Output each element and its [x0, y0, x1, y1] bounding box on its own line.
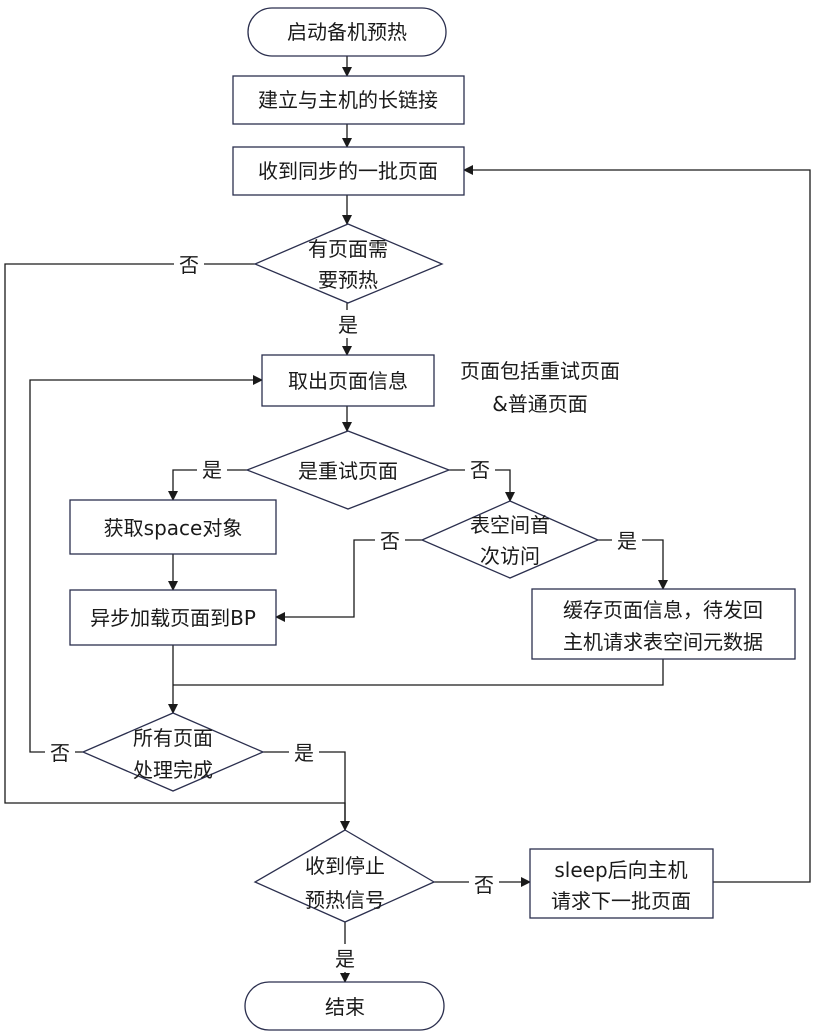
decision-label-line2: 次访问 [480, 544, 540, 568]
end-terminal [244, 981, 445, 1031]
decision-diamond [253, 223, 444, 304]
edge-label-all-done-no: 否 [50, 741, 70, 765]
annotation: 页面包括重试页面 &普通页面 [460, 359, 620, 416]
node-take-page-info: 取出页面信息 [261, 354, 435, 407]
decision-diamond [81, 712, 265, 792]
start-label: 启动备机预热 [287, 20, 407, 44]
process-box [261, 354, 435, 407]
process-label: 取出页面信息 [288, 369, 408, 393]
decision-diamond [253, 829, 436, 923]
decision-label-line1: 是重试页面 [298, 459, 398, 483]
node-start: 启动备机预热 [247, 7, 447, 57]
process-box [232, 146, 465, 196]
edge-alldone-no [29, 375, 263, 753]
decision-diamond [420, 500, 600, 579]
edge-label-stop-signal-no: 否 [474, 873, 494, 897]
process-box [69, 589, 277, 646]
node-stop-signal: 收到停止 预热信号 [253, 829, 436, 923]
annotation-line2: &普通页面 [492, 392, 588, 416]
process-label: 异步加载页面到BP [90, 606, 256, 630]
process-label: 收到同步的一批页面 [258, 159, 438, 183]
process-label: 获取space对象 [104, 516, 243, 540]
process-box [531, 588, 796, 660]
node-is-retry: 是重试页面 [245, 430, 451, 510]
node-establish-connection: 建立与主机的长链接 [232, 75, 465, 125]
edge-label-is-retry-yes: 是 [202, 458, 222, 482]
node-sleep-request: sleep后向主机 请求下一批页面 [529, 848, 714, 919]
decision-label-line1: 有页面需 [308, 237, 388, 261]
node-cache-page-info: 缓存页面信息，待发回 主机请求表空间元数据 [531, 588, 796, 660]
node-has-pages: 有页面需 要预热 [253, 223, 444, 304]
node-async-load-bp: 异步加载页面到BP [69, 589, 277, 646]
process-label-line1: 缓存页面信息，待发回 [563, 598, 763, 622]
edge-label-all-done-yes: 是 [294, 741, 314, 765]
node-all-done: 所有页面 处理完成 [81, 712, 265, 792]
edge-label-stop-signal-yes: 是 [335, 947, 355, 971]
process-label-line2: 主机请求表空间元数据 [563, 630, 763, 654]
edge-cache-to-alldone [173, 659, 664, 686]
node-receive-batch: 收到同步的一批页面 [232, 146, 465, 196]
edge-label-has-pages-no: 否 [179, 253, 199, 277]
end-label: 结束 [325, 995, 365, 1019]
edge-labels: 否 是 是 否 否 是 否 是 否 是 [45, 250, 642, 972]
decision-label-line2: 要预热 [318, 268, 378, 292]
decision-label-line2: 预热信号 [305, 888, 385, 912]
node-end: 结束 [244, 981, 445, 1031]
edge-sleep-to-receive [463, 165, 811, 883]
annotation-line1: 页面包括重试页面 [460, 359, 620, 383]
decision-label-line2: 处理完成 [133, 758, 213, 782]
decision-label-line1: 收到停止 [305, 854, 385, 878]
process-box [69, 499, 277, 555]
edge-label-tablespace-yes: 是 [617, 529, 637, 553]
node-get-space-object: 获取space对象 [69, 499, 277, 555]
node-tablespace-first: 表空间首 次访问 [420, 500, 600, 579]
process-box [232, 75, 465, 125]
start-terminal [247, 7, 447, 57]
decision-label-line1: 表空间首 [470, 513, 550, 537]
process-label: 建立与主机的长链接 [258, 88, 438, 112]
edge-label-has-pages-yes: 是 [338, 313, 358, 337]
process-box [529, 848, 714, 919]
decision-diamond [245, 430, 451, 510]
process-label-line1: sleep后向主机 [554, 858, 687, 882]
decision-label-line1: 所有页面 [133, 726, 213, 750]
edge-label-is-retry-no: 否 [470, 458, 490, 482]
edge-label-tablespace-no: 否 [380, 529, 400, 553]
process-label-line2: 请求下一批页面 [551, 889, 691, 913]
